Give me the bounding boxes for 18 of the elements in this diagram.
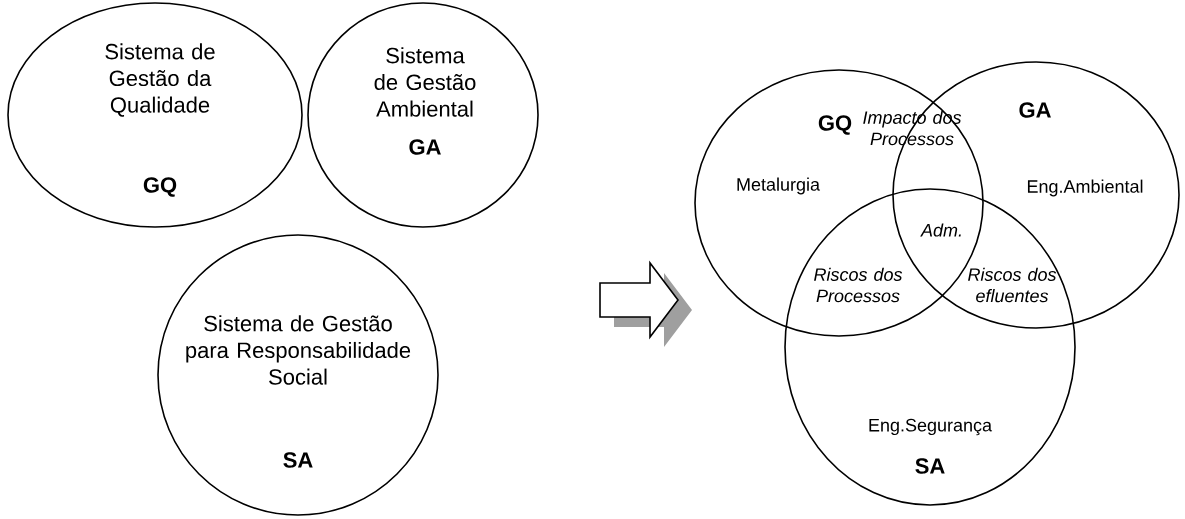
abbreviation: GQ	[143, 177, 177, 197]
circle-title: Metalurgia	[737, 177, 820, 195]
overlap-label: Riscos dos efluentes	[968, 267, 1057, 303]
circle-title: Sistema de Gestão da Qualidade	[105, 43, 215, 117]
circle-title: Sistema de Gestão para Responsabilidade Social	[186, 315, 411, 385]
abbreviation: GQ	[818, 115, 852, 135]
ellipse	[157, 234, 439, 516]
abbreviation: GA	[1019, 102, 1051, 118]
ellipse	[7, 2, 303, 228]
circle-title: Eng.Segurança	[869, 418, 993, 436]
circle-title: Eng.Ambiental	[1027, 179, 1143, 197]
ellipse	[307, 2, 539, 228]
abbreviation: SA	[915, 458, 945, 474]
abbreviation: SA	[283, 452, 313, 468]
abbreviation: GA	[409, 139, 441, 155]
overlap-label: Adm.	[920, 223, 961, 237]
overlap-label: Riscos dos Processos	[814, 267, 903, 303]
circle-title: Sistema de Gestão Ambiental	[374, 47, 476, 117]
